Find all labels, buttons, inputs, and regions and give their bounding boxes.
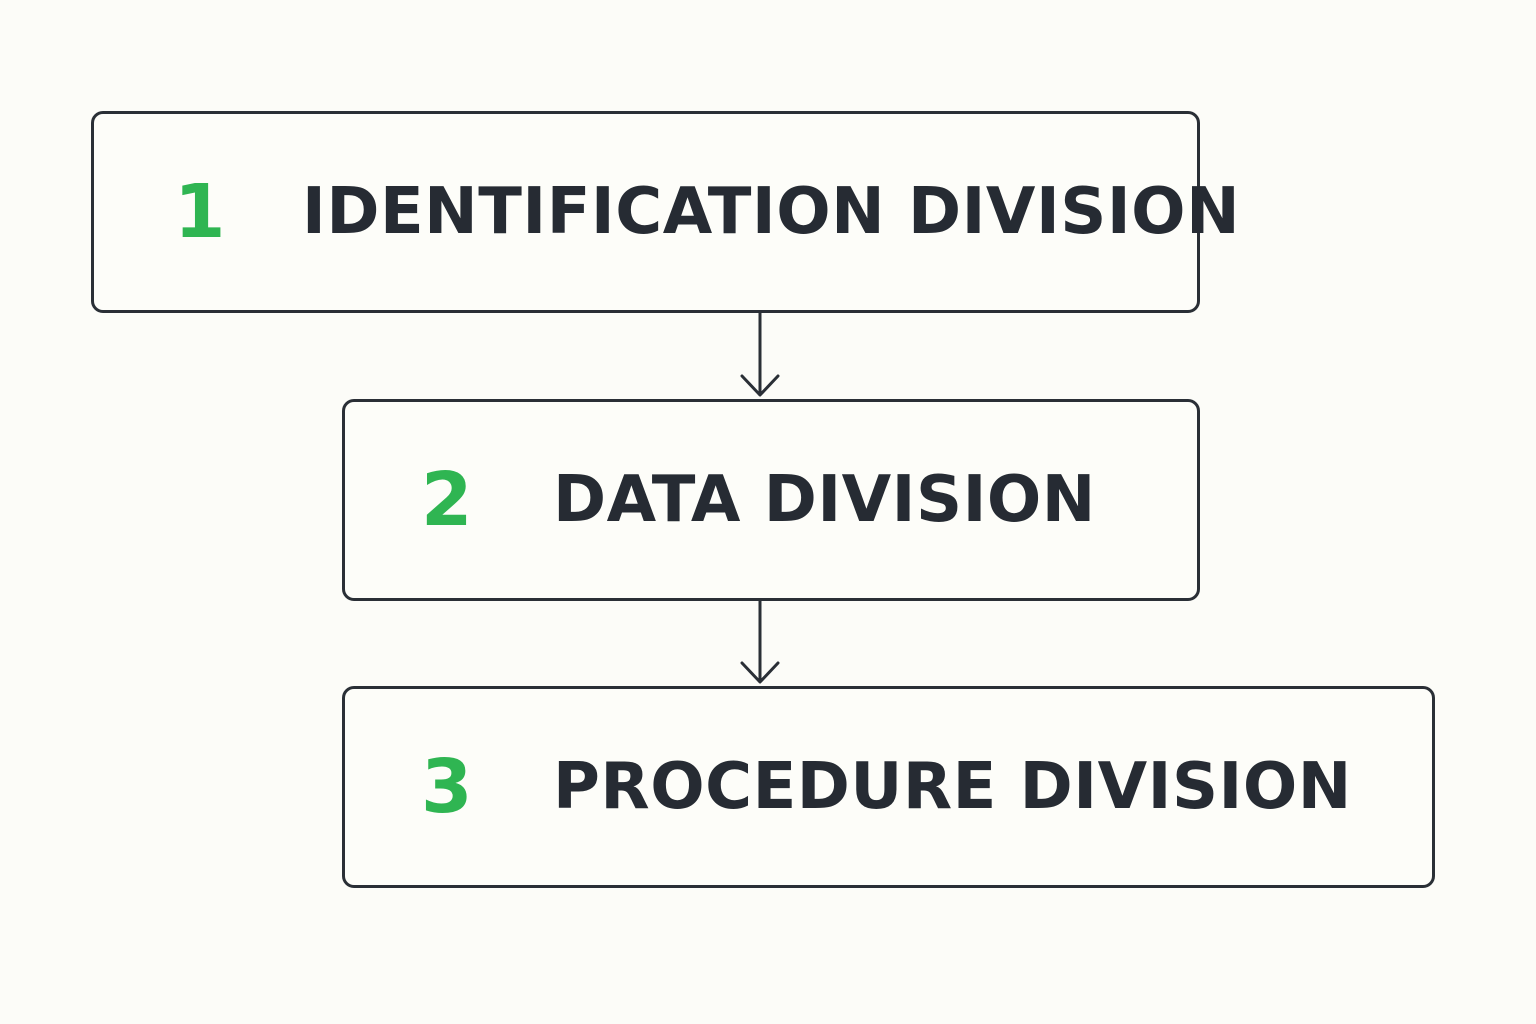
step-label: DATA DIVISION [553,463,1096,537]
step-box-data-division: 2 DATA DIVISION [342,399,1200,601]
arrow-2-to-3 [740,601,780,684]
arrow-1-to-2-head [740,374,780,397]
arrow-1-to-2 [740,313,780,397]
step-number: 1 [174,169,226,255]
step-label: IDENTIFICATION DIVISION [302,175,1241,249]
step-box-identification-division: 1 IDENTIFICATION DIVISION [91,111,1240,313]
step-number: 3 [421,744,473,830]
step-label: PROCEDURE DIVISION [553,750,1352,824]
step-box-procedure-division: 3 PROCEDURE DIVISION [342,686,1435,888]
arrow-2-to-3-head [740,661,780,684]
step-number: 2 [421,457,473,543]
